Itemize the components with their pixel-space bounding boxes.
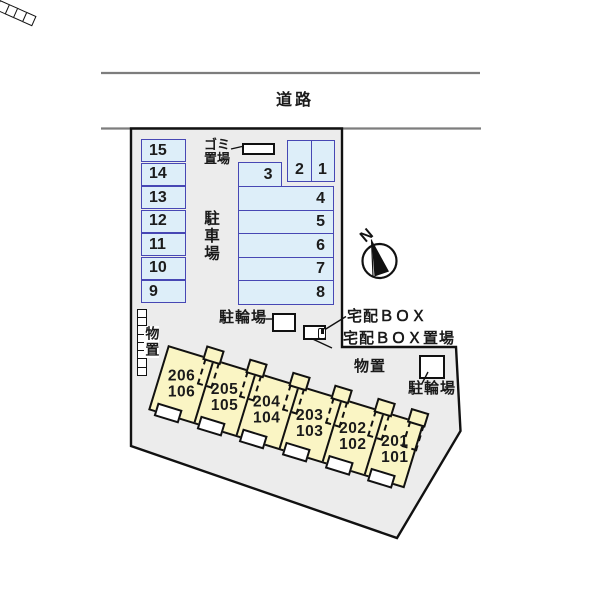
parking-space-12: 12 [141,209,186,233]
unit-number-lower: 105 [210,396,238,414]
parking-space-6: 6 [238,233,334,258]
storage-left-label: 物置 [144,326,161,358]
unit-number-upper: 203 [295,406,324,424]
unit-number-lower: 102 [338,435,367,453]
parking-space-4: 4 [238,186,334,211]
unit-number-lower: 104 [253,409,281,427]
unit-number-lower: 101 [381,448,409,466]
parking-space-2: 2 [287,140,312,182]
storage-right-label: 物置 [354,358,387,375]
parking-space-14: 14 [141,162,186,186]
delivery-locker-icon [318,327,326,339]
delivery-box-place-label: 宅配ＢＯＸ置場 [343,329,456,347]
unit-number-upper: 205 [210,380,238,398]
unit-number-lower: 106 [167,383,196,401]
parking-space-13: 13 [141,186,186,209]
road-label: 道路 [276,92,315,109]
parking-space-15: 15 [141,139,186,162]
parking-space-8: 8 [238,280,334,305]
parking-area-label: 駐車場 [202,210,220,263]
bicycle-parking-top-label: 駐輪場 [219,309,268,326]
parking-space-7: 7 [238,256,334,282]
delivery-box-area [303,324,326,340]
locker-keypad-icon [320,329,324,334]
garbage-label-line1: ゴミ [204,137,231,152]
parking-space-3: 3 [238,162,282,188]
parking-space-10: 10 [141,256,186,280]
garbage-label-line2: 置場 [204,151,231,167]
unit-number-upper: 206 [167,367,196,385]
delivery-box-label: 宅配ＢＯＸ [347,308,428,325]
parking-space-11: 11 [141,233,186,256]
garbage-station-box [242,142,275,155]
bicycle-parking-bottom-label: 駐輪場 [408,380,457,397]
garbage-area-label: ゴミ 置場 [204,137,231,167]
unit-number-upper: 201 [381,432,409,450]
bicycle-parking-top-box [271,313,296,332]
parking-space-9: 9 [141,280,186,303]
bicycle-parking-bottom-box [419,354,445,379]
parking-space-1: 1 [310,140,335,182]
unit-number-upper: 202 [338,419,367,437]
unit-number-upper: 204 [253,393,281,411]
parking-space-5: 5 [238,209,334,235]
unit-number-lower: 103 [295,422,324,440]
storage-cell [137,366,147,377]
